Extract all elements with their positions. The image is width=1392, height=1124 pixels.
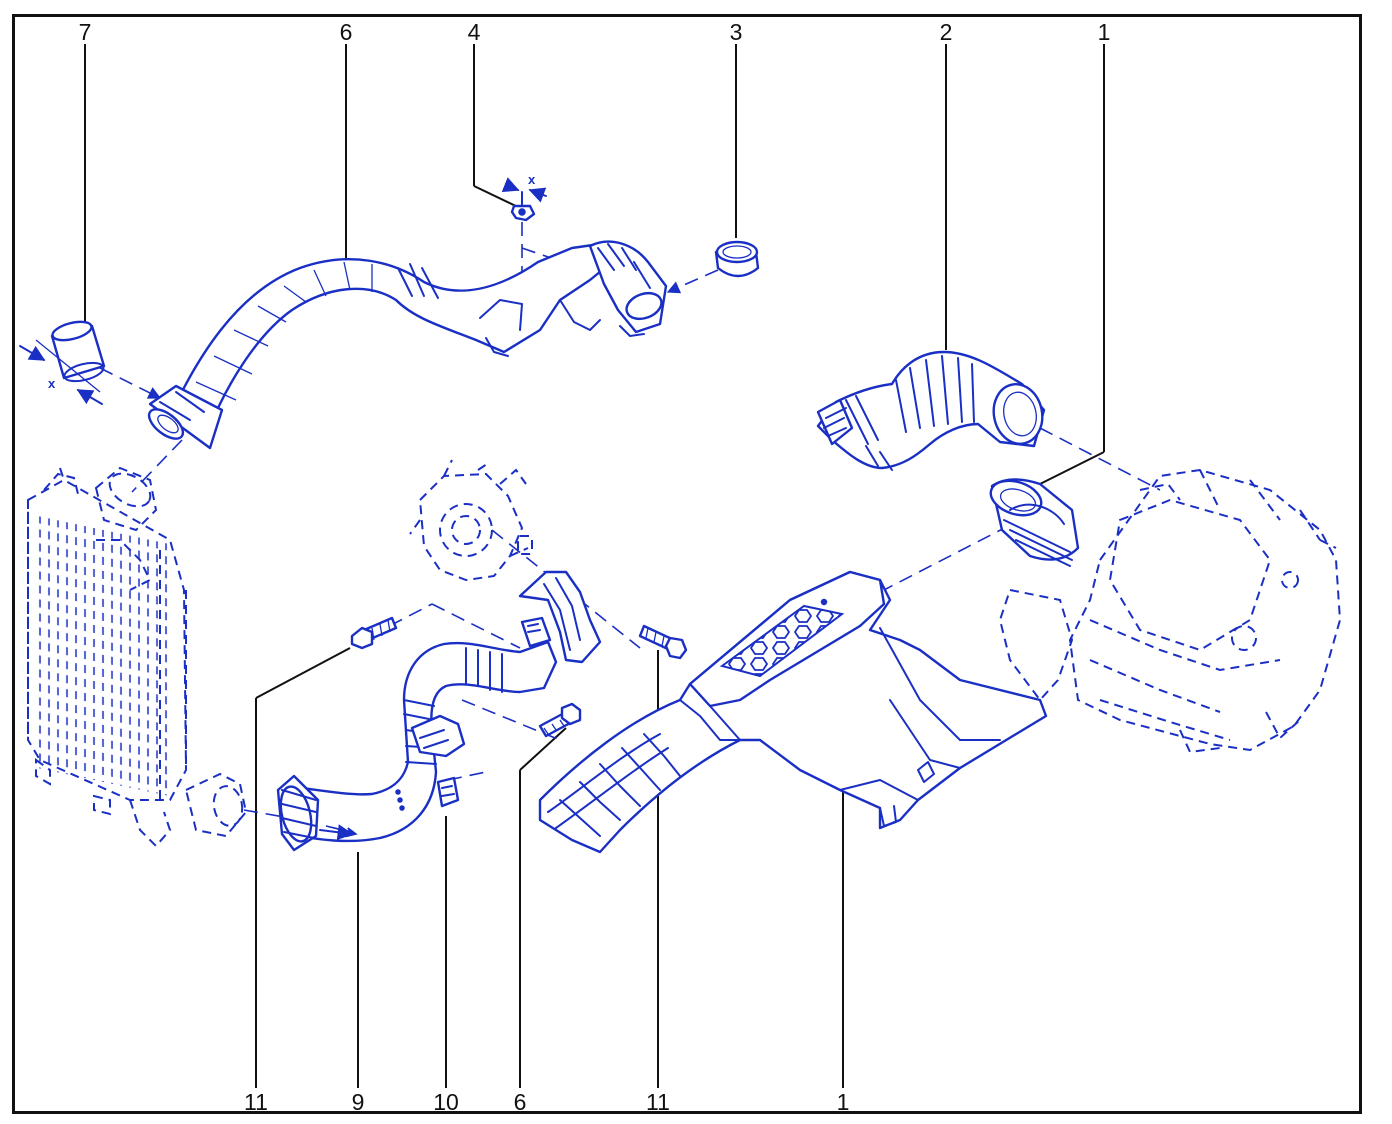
leader-11-left-tail [255, 647, 351, 699]
part-9-lower-hose [276, 570, 602, 852]
callout-9: 9 [352, 1089, 365, 1115]
diagram-frame [12, 14, 1362, 1114]
part-5-nut: x [501, 172, 547, 222]
part-2-seal [989, 478, 1080, 567]
part-10-clip [436, 776, 460, 808]
part-1-intake-duct [538, 570, 1048, 854]
callout-5: 4 [468, 19, 481, 45]
callout-10: 10 [433, 1089, 459, 1115]
callout-7: 6 [340, 19, 353, 45]
leader-2-tail [1039, 451, 1105, 485]
axis-hose-3 [1039, 427, 1161, 491]
callout-1: 1 [837, 1089, 850, 1115]
part-8-clamp: x [19, 320, 106, 405]
air-filter-housing [998, 468, 1342, 754]
leader-5-tail [473, 185, 521, 209]
throttle-body [409, 459, 533, 582]
axis-cooler-to-hose-9 [243, 809, 291, 819]
callout-labels: 7 6 4 3 2 1 11 9 10 6 11 1 [79, 19, 1111, 1115]
axis-clamp-8 [99, 367, 162, 399]
dimension-mark-x-8: x [48, 376, 56, 391]
part-11-bolt-right [638, 624, 688, 660]
dimension-mark-x-5: x [528, 172, 536, 187]
axis-bolt-11-left-b [431, 603, 521, 649]
axis-seal-2 [879, 519, 1022, 593]
axis-ring-4 [666, 269, 719, 294]
callout-6: 6 [514, 1089, 527, 1115]
part-4-ring [714, 240, 760, 278]
leader-6-tail [519, 727, 567, 771]
callout-2: 1 [1098, 19, 1111, 45]
part-3-inlet-hose [816, 350, 1046, 471]
axis-cooler-to-hose-7 [131, 439, 183, 493]
callout-11-left: 11 [244, 1089, 268, 1115]
leader-lines [84, 44, 1105, 1088]
callout-11-right: 11 [646, 1089, 670, 1115]
callout-8: 7 [79, 19, 92, 45]
part-7-upper-hose [147, 240, 668, 450]
callout-4: 3 [730, 19, 743, 45]
callout-3: 2 [940, 19, 953, 45]
part-11-bolt-left [350, 616, 398, 650]
part-6-bolt [538, 702, 582, 738]
intercooler [27, 466, 248, 848]
